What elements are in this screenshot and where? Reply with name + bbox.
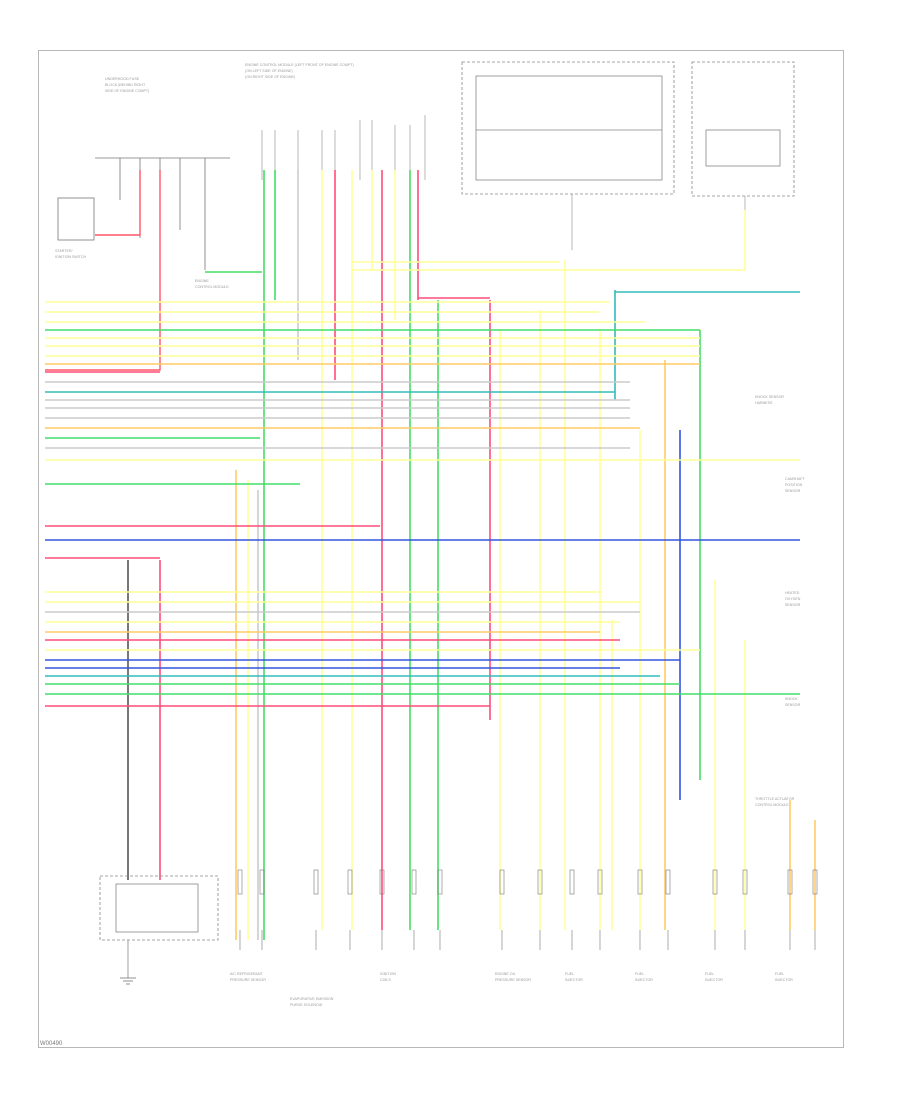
svg-text:KNOCK SENSOR: KNOCK SENSOR xyxy=(755,395,784,399)
connector-header: ENGINE CONTROL MODULE (LEFT FRONT OF ENG… xyxy=(245,63,354,79)
connector-terminal xyxy=(812,869,818,895)
svg-text:INJECTOR: INJECTOR xyxy=(565,978,583,982)
svg-text:CAMSHAFT: CAMSHAFT xyxy=(785,477,806,481)
svg-text:SIDE OF ENGINE COMPT): SIDE OF ENGINE COMPT) xyxy=(105,89,149,93)
diagram-frame xyxy=(38,50,844,1048)
connector-terminal xyxy=(537,869,543,895)
svg-text:FUEL: FUEL xyxy=(565,972,574,976)
svg-text:A/C REFRIGERANT: A/C REFRIGERANT xyxy=(230,972,264,976)
module-connectors xyxy=(571,194,746,250)
svg-text:SENSOR: SENSOR xyxy=(785,603,801,607)
svg-text:CONTROL MODULE: CONTROL MODULE xyxy=(755,803,789,807)
diagram-id-code: W00490 xyxy=(40,1041,63,1047)
connector-terminal xyxy=(637,869,643,895)
svg-text:ENGINE: ENGINE xyxy=(195,279,209,283)
svg-text:THROTTLE ACTUATOR: THROTTLE ACTUATOR xyxy=(755,797,795,801)
vertical-wires xyxy=(127,170,816,940)
svg-text:KNOCK: KNOCK xyxy=(785,697,798,701)
connector-terminal xyxy=(237,869,243,895)
connector-terminal xyxy=(712,869,718,895)
module-box-right xyxy=(691,61,795,197)
svg-text:INJECTOR: INJECTOR xyxy=(635,978,653,982)
bottom-left-module xyxy=(99,875,219,978)
connector-terminal xyxy=(313,869,319,895)
svg-text:FUEL: FUEL xyxy=(775,972,784,976)
svg-text:PRESSURE SENSOR: PRESSURE SENSOR xyxy=(230,978,266,982)
svg-text:SENSOR: SENSOR xyxy=(785,489,801,493)
svg-text:ENGINE CONTROL MODULE (LEFT FR: ENGINE CONTROL MODULE (LEFT FRONT OF ENG… xyxy=(245,63,354,67)
svg-text:POSITION: POSITION xyxy=(785,483,803,487)
svg-text:INJECTOR: INJECTOR xyxy=(775,978,793,982)
connector-terminal xyxy=(347,869,353,895)
connector-terminal xyxy=(787,869,793,895)
connector-terminal xyxy=(411,869,417,895)
red-power-feed xyxy=(45,170,161,371)
ground-symbol xyxy=(120,977,136,985)
connector-terminal xyxy=(379,869,385,895)
fuse-block xyxy=(57,157,230,270)
svg-text:IGNITION: IGNITION xyxy=(380,972,396,976)
connector-terminal xyxy=(259,869,265,895)
svg-text:OXYGEN: OXYGEN xyxy=(785,597,801,601)
connector-pins xyxy=(261,115,426,180)
svg-text:HARNESS: HARNESS xyxy=(755,401,773,405)
svg-text:(ON RIGHT SIDE OF ENGINE): (ON RIGHT SIDE OF ENGINE) xyxy=(245,75,295,79)
connector-terminal xyxy=(437,869,443,895)
svg-text:FUEL: FUEL xyxy=(705,972,714,976)
svg-text:EVAPORATIVE EMISSION: EVAPORATIVE EMISSION xyxy=(290,997,334,1001)
right-labels: KNOCK SENSOR HARNESS CAMSHAFT POSITION S… xyxy=(755,395,806,807)
module-box-center xyxy=(461,61,675,195)
svg-text:BLOCK (BEHIND RIGHT: BLOCK (BEHIND RIGHT xyxy=(105,83,146,87)
svg-text:PURGE SOLENOID: PURGE SOLENOID xyxy=(290,1003,323,1007)
component-connectors xyxy=(237,869,818,950)
svg-text:(ON LEFT SIDE OF ENGINE): (ON LEFT SIDE OF ENGINE) xyxy=(245,69,293,73)
connector-terminal xyxy=(569,869,575,895)
svg-text:UNDERHOOD FUSE: UNDERHOOD FUSE xyxy=(105,77,140,81)
svg-text:PRESSURE SENSOR: PRESSURE SENSOR xyxy=(495,978,531,982)
connector-terminal xyxy=(499,869,505,895)
svg-text:COILS: COILS xyxy=(380,978,391,982)
horizontal-wires xyxy=(45,301,800,707)
svg-text:HEATED: HEATED xyxy=(785,591,800,595)
svg-text:SENSOR: SENSOR xyxy=(785,703,801,707)
svg-text:INJECTOR: INJECTOR xyxy=(705,978,723,982)
fuse-labels: UNDERHOOD FUSE BLOCK (BEHIND RIGHT SIDE … xyxy=(55,77,229,289)
svg-text:ENGINE OIL: ENGINE OIL xyxy=(495,972,516,976)
connector-terminal xyxy=(597,869,603,895)
connector-terminal xyxy=(665,869,671,895)
bottom-labels: A/C REFRIGERANT PRESSURE SENSOR EVAPORAT… xyxy=(230,972,793,1007)
svg-text:FUEL: FUEL xyxy=(635,972,644,976)
svg-text:IGNITION SWITCH: IGNITION SWITCH xyxy=(55,255,87,259)
connector-terminal xyxy=(742,869,748,895)
svg-text:CONTROL MODULE: CONTROL MODULE xyxy=(195,285,229,289)
svg-text:STARTER/: STARTER/ xyxy=(55,249,72,253)
